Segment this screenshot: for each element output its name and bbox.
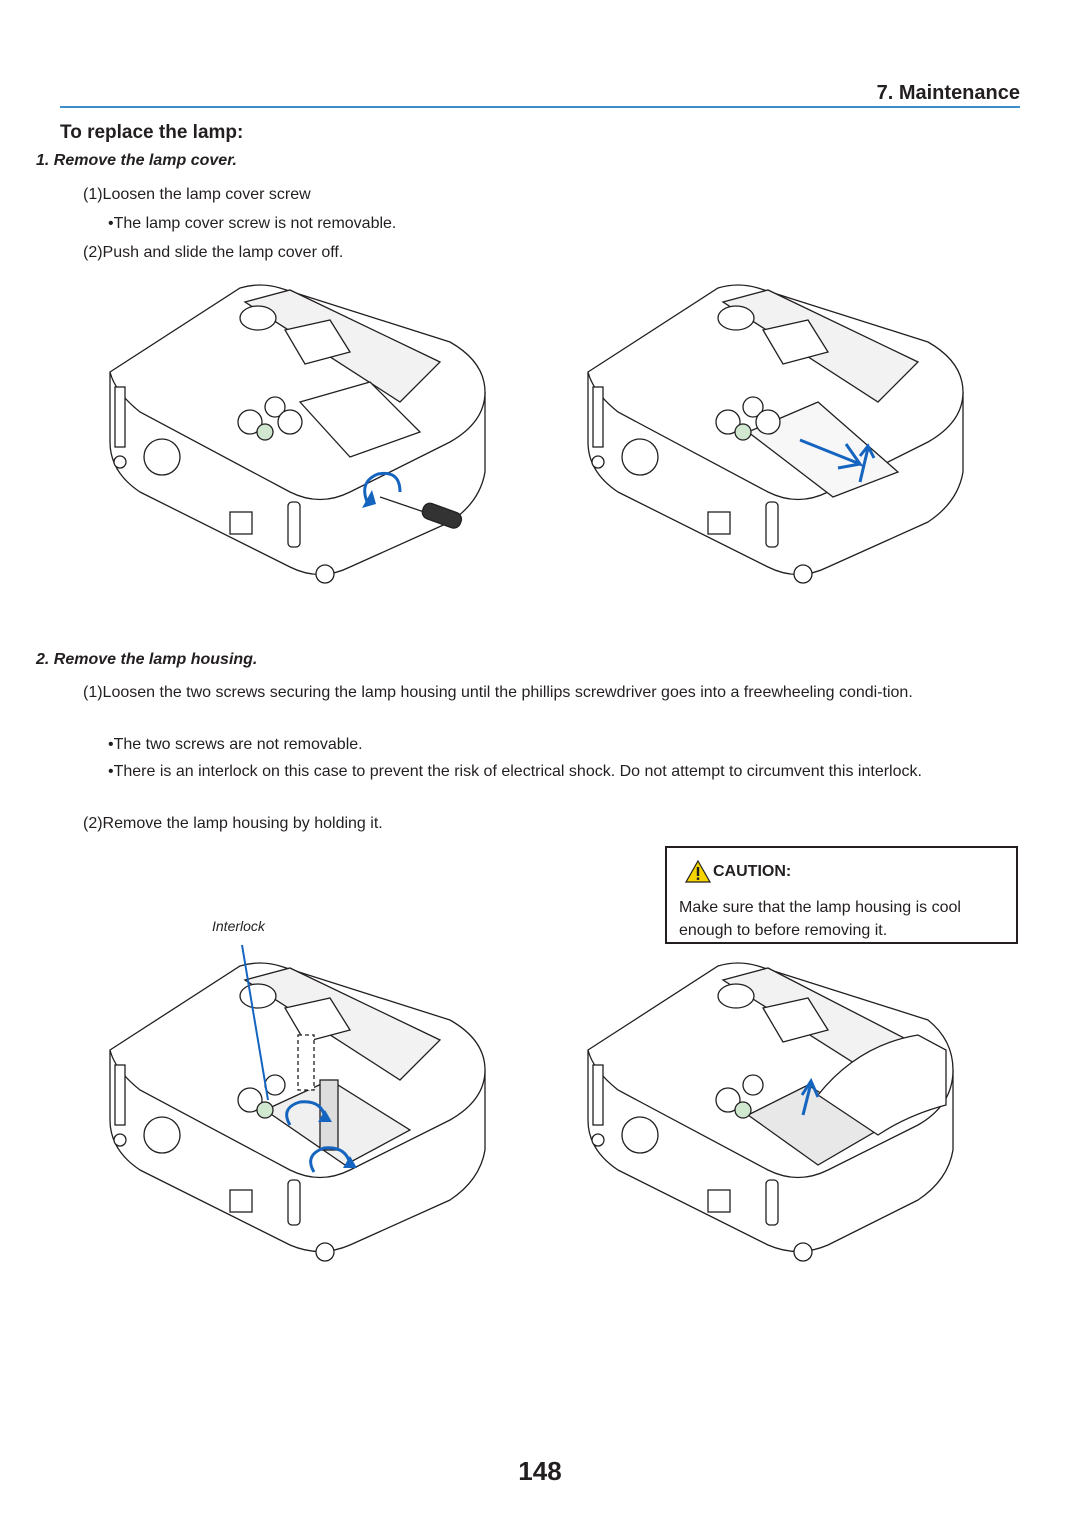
page-number: 148 (518, 1456, 562, 1486)
projector-remove-housing-illustration (587, 962, 954, 1262)
section-title: To replace the lamp: (60, 122, 244, 143)
interlock-label: Interlock (212, 918, 265, 934)
step2-bullet-1: •The two screws are not removable. (108, 736, 363, 753)
caution-text: Make sure that the lamp housing is cool … (679, 899, 961, 939)
caution-heading: CAUTION: (684, 859, 792, 883)
projector-slide-cover-illustration (587, 284, 964, 584)
caution-label: CAUTION: (713, 862, 792, 880)
step1-bullet: •The lamp cover screw is not removable. (108, 215, 397, 232)
step2-line-2: (2)Remove the lamp housing by holding it… (83, 815, 383, 832)
header-rule (60, 106, 1020, 108)
step1-line-2: (2)Push and slide the lamp cover off. (83, 244, 344, 261)
step2-title: 2. Remove the lamp housing. (36, 651, 258, 668)
chapter-heading: 7. Maintenance (876, 82, 1020, 104)
step1-title: 1. Remove the lamp cover. (36, 152, 237, 169)
projector-screwdriver-illustration (109, 284, 486, 584)
projector-lamp-housing-illustration (109, 944, 486, 1262)
caution-box: CAUTION: Make sure that the lamp housing… (665, 846, 1018, 944)
step2-bullet-2: •There is an interlock on this case to p… (108, 763, 922, 780)
step2-line-1: (1)Loosen the two screws securing the la… (83, 684, 913, 701)
warning-icon (684, 859, 712, 883)
step1-line-1: (1)Loosen the lamp cover screw (83, 186, 311, 203)
